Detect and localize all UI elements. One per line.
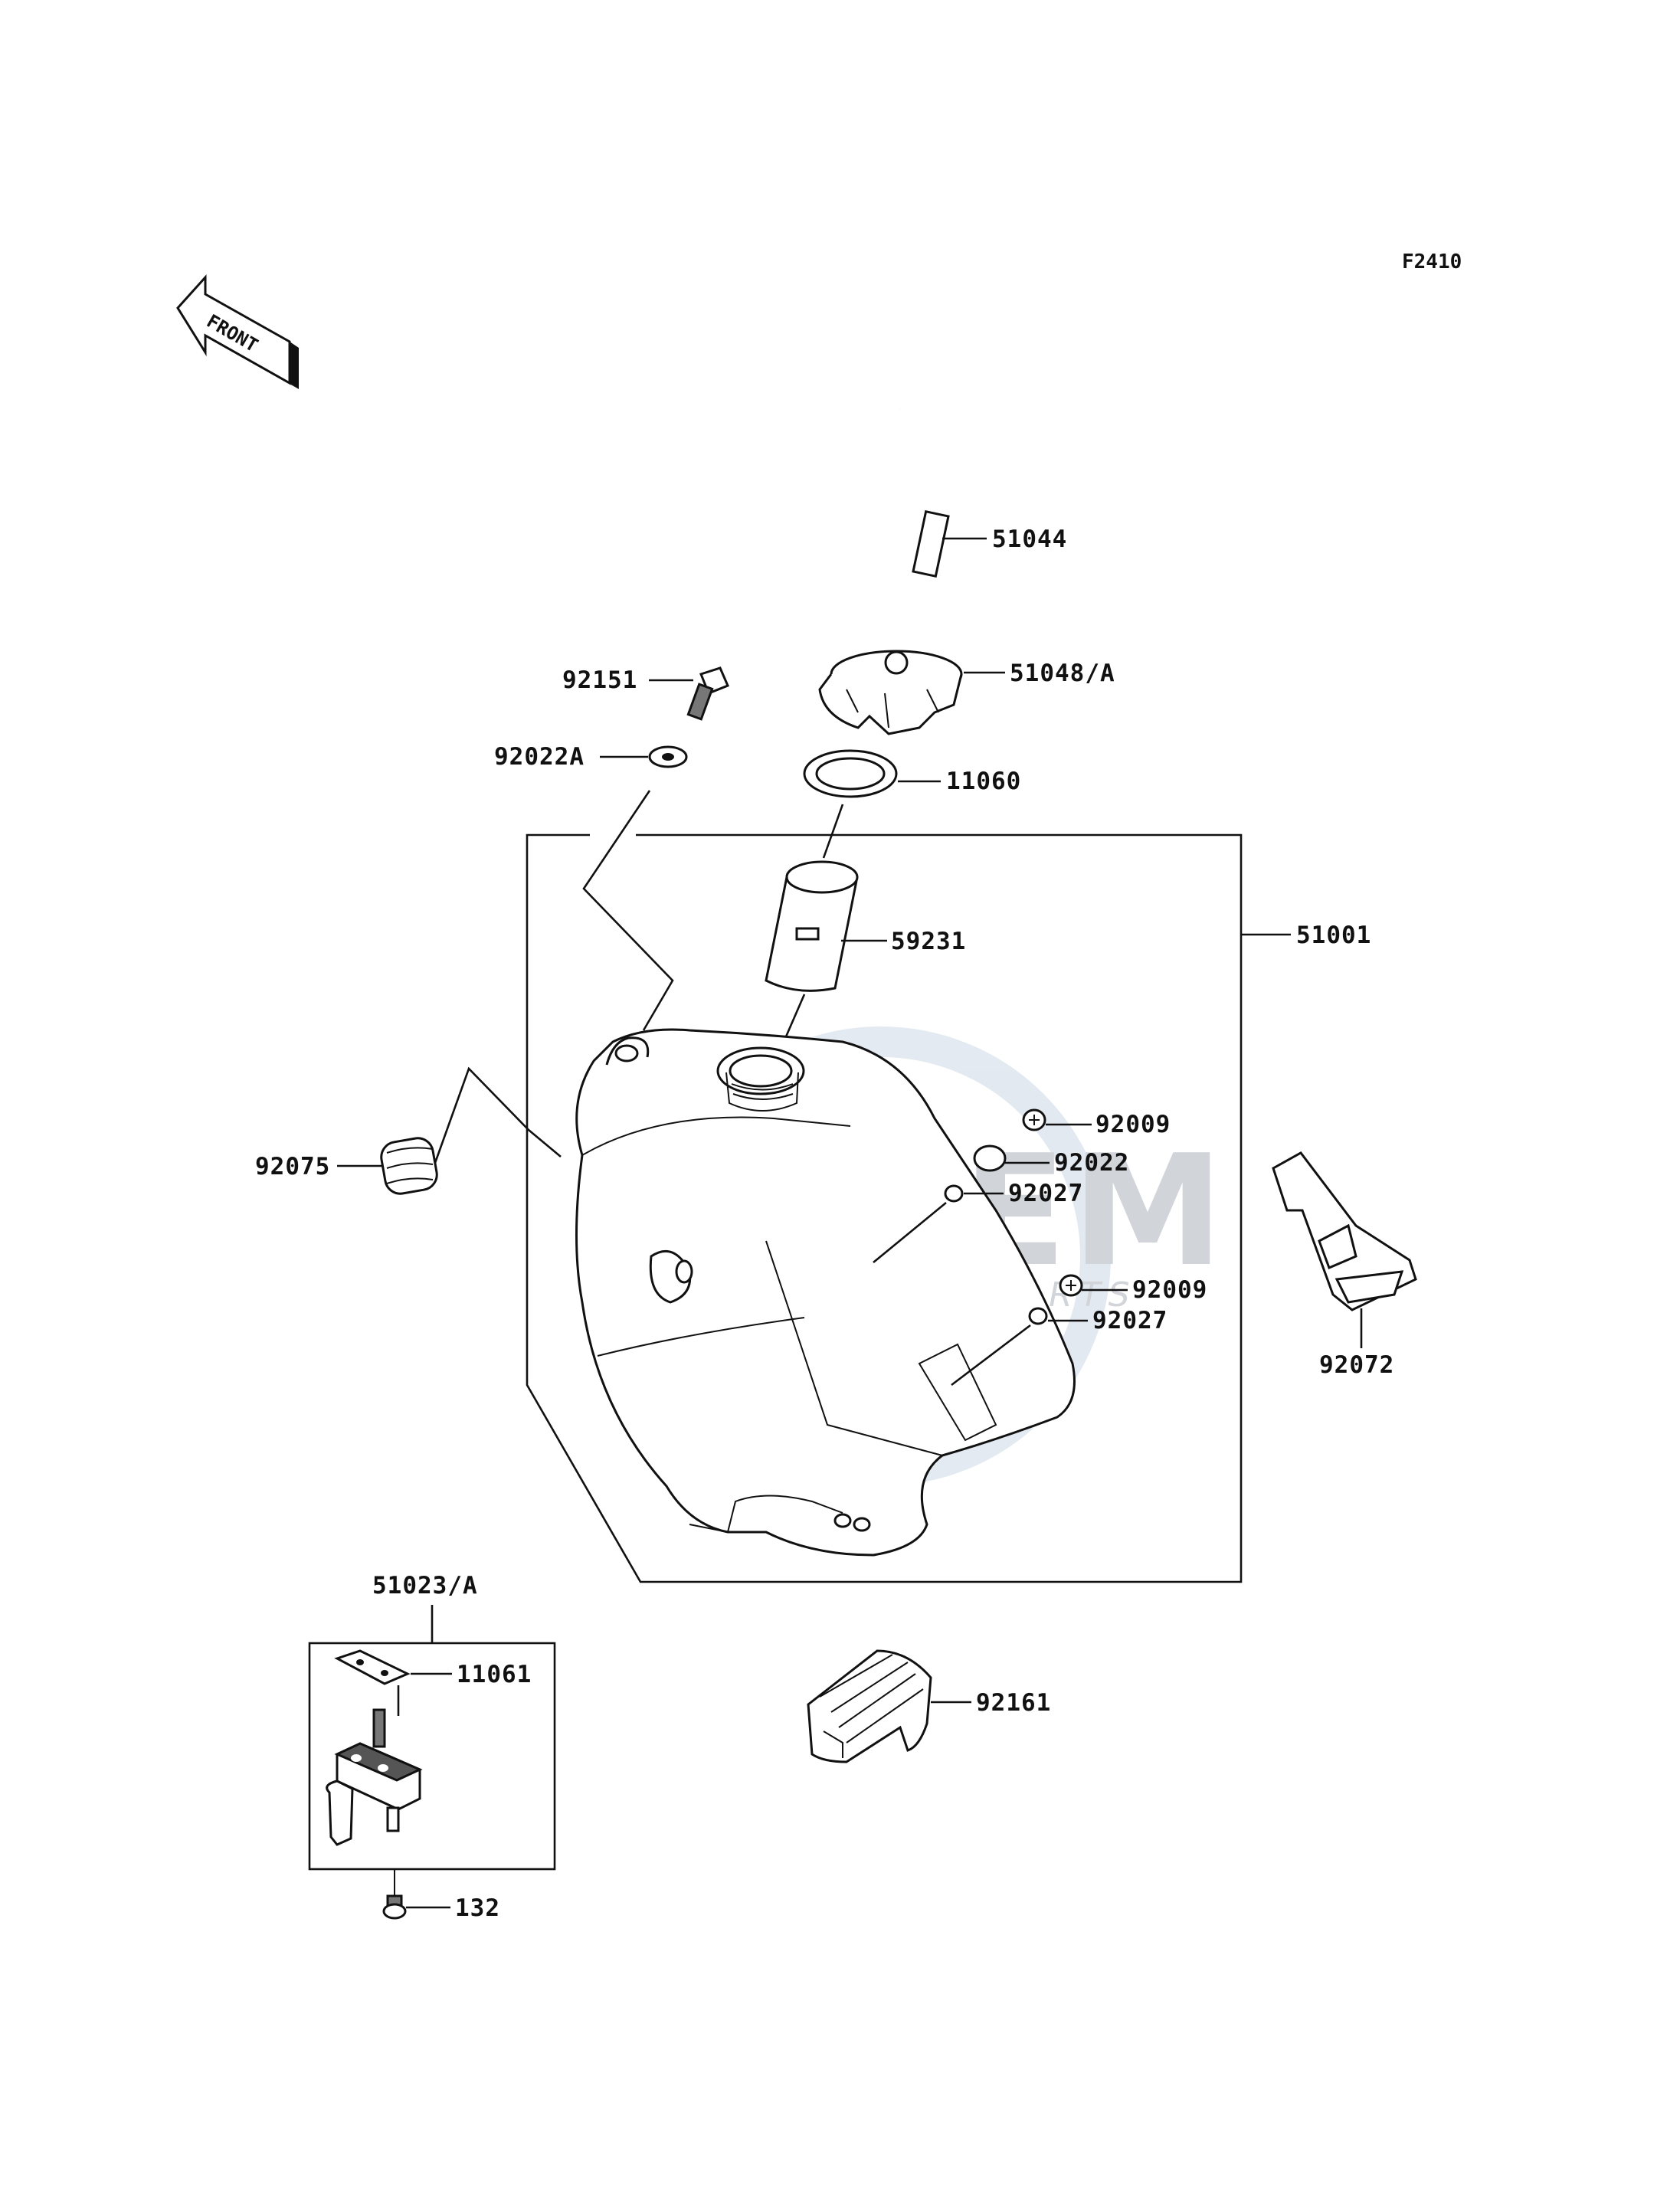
fuel-cock-part [326, 1708, 423, 1846]
part-label-132[interactable]: 132 [455, 1894, 500, 1922]
grommet-92075-part [380, 1137, 438, 1195]
front-arrow-icon: FRONT [176, 274, 299, 389]
part-label-92161[interactable]: 92161 [976, 1689, 1051, 1717]
filter-59231-part [765, 860, 859, 992]
part-label-51048a[interactable]: 51048/A [1010, 660, 1115, 687]
washer-92022-part [973, 1144, 1007, 1172]
leader-92022a-tank [582, 790, 674, 1031]
leader-92027a-tank [873, 1201, 947, 1264]
part-label-51023a[interactable]: 51023/A [372, 1572, 478, 1599]
part-label-92009-a[interactable]: 92009 [1095, 1111, 1171, 1138]
leader-11060-tank [822, 804, 844, 859]
gasket-11060-part [803, 749, 898, 798]
part-label-92075[interactable]: 92075 [255, 1153, 330, 1180]
cover-92161-part [807, 1649, 932, 1763]
part-label-11061[interactable]: 11061 [457, 1661, 532, 1688]
screw-92009b-part [1059, 1274, 1083, 1297]
part-label-92027-a[interactable]: 92027 [1008, 1180, 1083, 1207]
fuel-tank-part [575, 1028, 1076, 1557]
part-label-92022a[interactable]: 92022A [494, 743, 585, 771]
oring-92027b-part [1028, 1307, 1048, 1325]
breather-hose-part [899, 397, 1045, 578]
leader-92027b-tank [951, 1324, 1031, 1387]
screw-92009a-part [1022, 1108, 1046, 1131]
tank-group-frame [526, 833, 1243, 1583]
part-label-51001[interactable]: 51001 [1296, 922, 1371, 949]
bolt-92151-part [686, 666, 729, 721]
diagram-code: F2410 [1402, 250, 1462, 273]
washer-92022a-part [648, 745, 688, 768]
part-label-92151[interactable]: 92151 [562, 666, 637, 694]
part-label-11060[interactable]: 11060 [946, 768, 1021, 795]
fuel-cap-part [818, 650, 963, 735]
gasket-11061-part [334, 1649, 411, 1685]
screw-132-part [382, 1869, 407, 1920]
part-label-92072[interactable]: 92072 [1319, 1351, 1394, 1379]
strap-92072-part [1272, 1151, 1417, 1311]
part-label-92027-b[interactable]: 92027 [1092, 1307, 1167, 1334]
part-label-92009-b[interactable]: 92009 [1132, 1276, 1207, 1304]
part-label-92022[interactable]: 92022 [1054, 1149, 1129, 1177]
part-label-51044[interactable]: 51044 [992, 526, 1067, 553]
part-label-59231[interactable]: 59231 [891, 928, 966, 955]
oring-92027a-part [944, 1184, 964, 1203]
leader-92075-tank [434, 1066, 562, 1164]
